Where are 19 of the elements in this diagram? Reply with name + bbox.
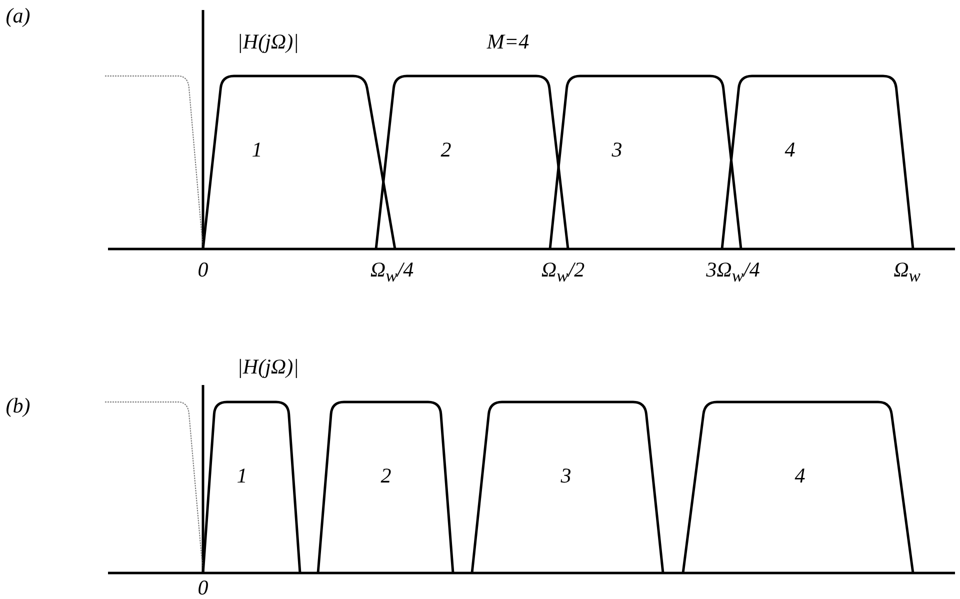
axis-label: M=4 — [486, 30, 530, 54]
axis-label: 3Ω$_{w}$/4 — [706, 257, 760, 287]
band-number: 1 — [236, 463, 248, 488]
band-number: 3 — [560, 463, 572, 488]
axis-label: |H(jΩ)| — [237, 30, 299, 54]
axis-label: (b) — [6, 394, 30, 418]
band-number: 4 — [784, 138, 796, 163]
band-number: 1 — [252, 138, 262, 163]
axis-label: |H(jΩ)| — [237, 354, 299, 380]
axis-label: 0 — [198, 258, 208, 282]
axis-label: 0 — [198, 576, 208, 599]
band-number: 3 — [612, 138, 622, 163]
band-number: 2 — [440, 138, 452, 163]
axis-label: Ω$_{w}$/2 — [541, 257, 585, 287]
band-number: 4 — [794, 463, 806, 488]
band-number: 2 — [380, 463, 392, 488]
axis-label: Ω$_{w}$ — [894, 257, 920, 287]
axis-label: Ω$_{w}$/4 — [370, 257, 414, 287]
axis-label: (a) — [6, 4, 30, 28]
